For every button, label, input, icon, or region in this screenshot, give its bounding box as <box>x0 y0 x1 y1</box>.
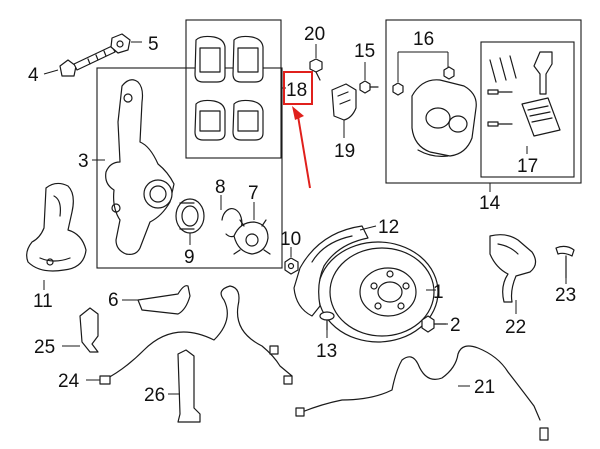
disc-bolt <box>421 315 447 333</box>
abs-sensor-cable <box>295 345 549 441</box>
caliper-guide-bolt-right <box>443 66 455 80</box>
brake-disc <box>317 241 439 343</box>
callout-2: 2 <box>450 315 461 336</box>
knuckle-nut <box>110 33 131 54</box>
brake-pads <box>194 35 264 141</box>
callout-19: 19 <box>334 141 355 162</box>
hose-bracket <box>137 285 191 315</box>
callout-12: 12 <box>378 217 399 238</box>
callout-4: 4 <box>28 65 39 86</box>
callout-11: 11 <box>33 291 53 312</box>
callout-18: 18 <box>286 80 307 101</box>
callout-22: 22 <box>505 317 526 338</box>
callout-14: 14 <box>479 193 501 214</box>
wheel-speed-sensor-bracket <box>489 234 537 303</box>
target-bolt <box>309 58 323 81</box>
highlight-arrow <box>297 115 311 189</box>
callout-16: 16 <box>413 29 434 50</box>
callout-15: 15 <box>354 41 375 62</box>
brake-pad-box <box>185 19 282 159</box>
wear-sensor-cable <box>99 285 293 385</box>
callout-5: 5 <box>148 34 159 55</box>
disc-screw <box>319 311 335 331</box>
callout-25: 25 <box>34 337 55 358</box>
callout-13: 13 <box>316 341 337 362</box>
callout-23: 23 <box>555 285 576 306</box>
callout-24: 24 <box>58 371 80 392</box>
callout-20: 20 <box>304 24 325 45</box>
callout-7: 7 <box>248 183 259 204</box>
callout-6: 6 <box>108 290 119 311</box>
callout-1: 1 <box>433 282 444 303</box>
snap-ring <box>221 208 243 238</box>
caliper-guide-bolt-left <box>392 82 404 96</box>
callout-26: 26 <box>144 385 165 406</box>
brake-caliper <box>411 79 477 157</box>
knuckle-box <box>96 67 283 269</box>
sensor-bracket <box>79 307 99 353</box>
splash-shield <box>293 225 369 317</box>
highlight-box <box>283 71 313 105</box>
caliper-bolt <box>359 80 379 94</box>
wheel-bearing <box>175 198 205 234</box>
hardware-kit <box>487 51 561 137</box>
cable-bracket <box>177 349 201 423</box>
knuckle-bolt <box>59 45 116 77</box>
pad-bracket <box>331 83 357 121</box>
callout-3: 3 <box>78 151 89 172</box>
highlight-arrowhead <box>292 106 304 120</box>
hub-nut <box>284 257 299 275</box>
sensor-clip <box>555 245 575 279</box>
callout-17: 17 <box>517 156 538 177</box>
callout-10: 10 <box>280 229 301 250</box>
hardware-kit-box <box>480 41 575 178</box>
caliper-box <box>385 19 582 184</box>
callout-9: 9 <box>184 247 195 268</box>
callout-8: 8 <box>215 177 226 198</box>
callout-21: 21 <box>474 377 495 398</box>
steering-knuckle <box>105 79 175 255</box>
dust-shield <box>26 182 87 272</box>
wheel-hub <box>233 219 271 255</box>
